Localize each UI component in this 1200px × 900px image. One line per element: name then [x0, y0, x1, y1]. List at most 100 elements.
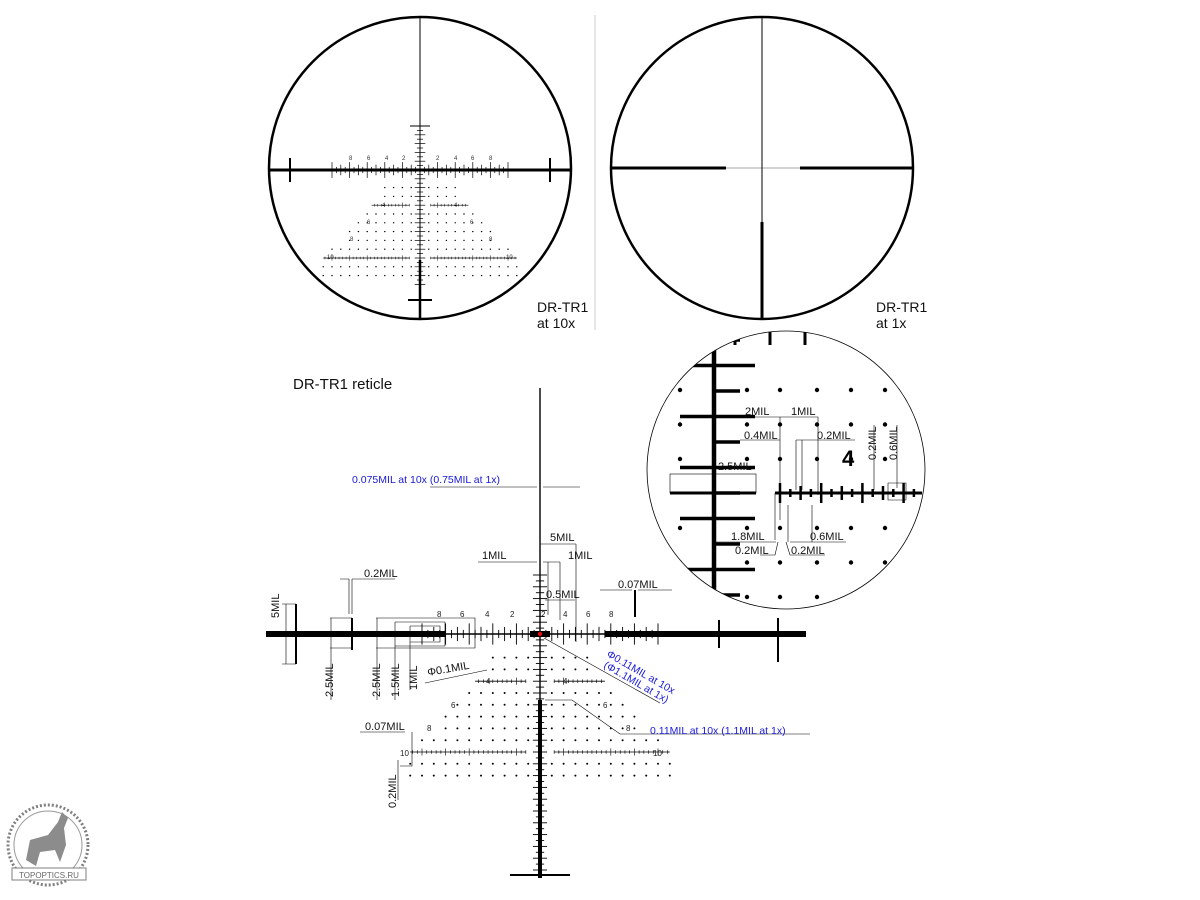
grid-dot — [401, 186, 404, 189]
magnification-label: at 1x — [876, 315, 906, 331]
inset-dot — [744, 525, 750, 531]
inset-dot — [814, 560, 820, 565]
grid-dot — [468, 774, 471, 777]
grid-dot — [401, 274, 404, 277]
grid-number: 6 — [470, 220, 474, 226]
grid-dot — [384, 248, 386, 250]
grid-dot — [410, 186, 412, 189]
grid-dot — [410, 213, 412, 215]
grid-dot — [410, 274, 412, 277]
grid-dot — [489, 248, 492, 250]
grid-dot — [633, 715, 636, 718]
grid-dot — [562, 703, 565, 706]
grid-dot — [491, 703, 494, 706]
grid-dot — [454, 230, 456, 233]
dimension-label: 0.2MIL — [735, 545, 769, 557]
reticle-detail — [266, 388, 810, 878]
grid-dot — [480, 739, 482, 742]
grid-number: 6 — [367, 220, 371, 226]
grid-dot — [366, 248, 368, 250]
grid-dot — [409, 774, 412, 777]
grid-dot — [392, 195, 395, 198]
grid-dot — [445, 248, 448, 250]
grid-dot — [421, 774, 423, 777]
grid-dot — [432, 762, 435, 765]
grid-dot — [503, 727, 506, 730]
grid-dot — [410, 266, 412, 268]
grid-dot — [516, 274, 518, 277]
grid-dot — [550, 739, 553, 742]
grid-dot — [515, 727, 518, 730]
grid-dot — [436, 230, 439, 233]
grid-dot — [392, 186, 395, 189]
grid-dot — [586, 703, 589, 706]
grid-dot — [527, 774, 530, 777]
grid-dot — [562, 774, 565, 777]
grid-dot — [384, 266, 386, 268]
grid-dot — [463, 222, 465, 224]
inset-dot — [744, 456, 750, 462]
inset-dot — [744, 387, 750, 393]
grid-number: 6 — [603, 701, 608, 710]
grid-dot — [454, 186, 456, 189]
grid-dot — [444, 715, 447, 718]
dimension-label: 0.5MIL — [546, 589, 580, 601]
grid-dot — [633, 762, 636, 765]
grid-dot — [392, 230, 395, 233]
grid-dot — [609, 692, 612, 694]
scope-circle — [609, 15, 915, 321]
grid-dot — [375, 213, 377, 215]
grid-dot — [454, 239, 456, 242]
dimension-label: 1.5MIL — [390, 663, 402, 697]
grid-dot — [586, 656, 589, 659]
dimension-label: 2.5MIL — [718, 461, 752, 473]
inset-dimension-lines — [716, 416, 907, 556]
tick-number: 8 — [489, 156, 493, 162]
grid-dot — [436, 186, 439, 189]
grid-dot — [454, 274, 456, 277]
grid-dot — [527, 762, 530, 765]
grid-dot — [410, 222, 412, 224]
tick-number: 2 — [402, 156, 406, 162]
grid-dot — [480, 230, 483, 233]
grid-dot — [463, 230, 465, 233]
dimension-label: Φ0.1MIL — [426, 660, 470, 679]
grid-dot — [527, 656, 530, 659]
grid-dot — [445, 186, 448, 189]
grid-dot — [340, 274, 342, 277]
grid-dot — [375, 248, 377, 250]
grid-dot — [609, 774, 612, 777]
magnification-label: at 10x — [537, 315, 575, 331]
line-width-label: 0.075MIL at 10x (0.75MIL at 1x) — [352, 474, 500, 486]
grid-dot — [456, 703, 459, 706]
grid-dot — [472, 248, 474, 250]
grid-dot — [432, 774, 435, 777]
grid-dot — [472, 222, 474, 224]
grid-dot — [401, 266, 404, 268]
inset-dot — [882, 456, 888, 462]
grid-dot — [498, 266, 500, 268]
grid-dot — [348, 230, 351, 233]
grid-dot — [598, 762, 600, 765]
grid-dot — [468, 703, 471, 706]
inset-dot — [777, 525, 783, 531]
inset-dot — [848, 422, 854, 427]
grid-dot — [574, 692, 577, 694]
inset-dot — [677, 456, 683, 462]
grid-dot — [645, 739, 648, 742]
dimension-label: 0.2MIL — [867, 426, 879, 460]
grid-dot — [609, 762, 612, 765]
inset-dot — [814, 525, 820, 531]
grid-dot — [384, 230, 386, 233]
grid-dot — [468, 727, 471, 730]
grid-dot — [550, 715, 553, 718]
grid-dot — [428, 239, 430, 242]
grid-dot — [586, 715, 589, 718]
inset-dot — [814, 387, 820, 393]
grid-number: 10 — [400, 749, 409, 758]
grid-dot — [480, 222, 483, 224]
grid-dot — [550, 668, 553, 671]
grid-dot — [444, 739, 447, 742]
grid-dot — [392, 266, 395, 268]
grid-dot — [348, 266, 351, 268]
